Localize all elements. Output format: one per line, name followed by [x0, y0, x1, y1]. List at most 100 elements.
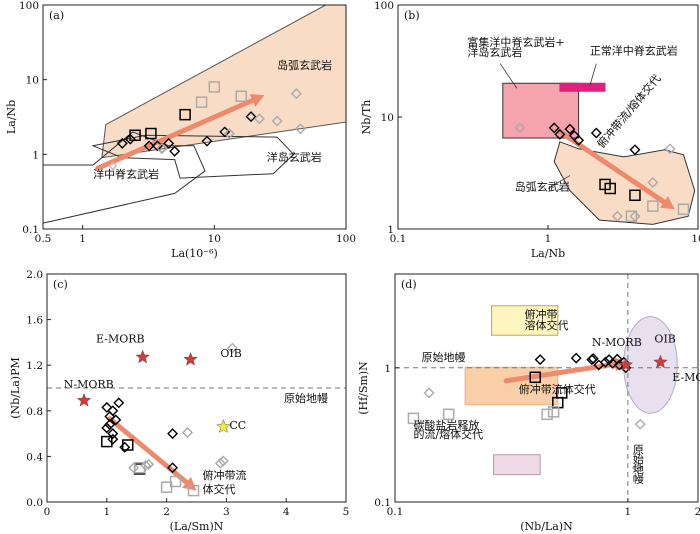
point-d-1-2 [556, 387, 568, 399]
annotation-b-1: 洋岛玄武岩 [467, 45, 522, 59]
y-tick-label-a-0: 0.1 [22, 224, 39, 236]
leader-line-b-1 [589, 63, 597, 86]
trend-arrow-c-0 [107, 416, 189, 485]
x-tick-label-a-0: 0.5 [35, 233, 52, 245]
point-d-3-2 [541, 408, 553, 421]
x-tick-label-d-2: 2 [695, 506, 700, 518]
annotation-c-5: 体交代 [202, 482, 235, 496]
annotation-b-2: 正常洋中脊玄武岩 [590, 44, 678, 58]
point-c-0-7 [107, 428, 119, 440]
annotation-b-3: 岛弧玄武岩 [515, 180, 570, 194]
annotation-d-9: 原 [633, 443, 644, 456]
annotation-d-6: 俯冲带流体交代 [519, 382, 596, 396]
x-tick-label-c-5: 5 [343, 506, 350, 518]
point-c-2-3 [182, 426, 194, 438]
x-tick-label-c-3: 3 [223, 506, 230, 518]
y-axis-label-c: (Nb/La)PM [9, 357, 22, 418]
star-cc [216, 419, 231, 433]
point-d-2-0 [423, 387, 435, 399]
y-tick-label-c-5: 2.0 [26, 269, 43, 281]
point-a-2-0 [195, 96, 208, 108]
y-tick-label-c-1: 0.4 [26, 451, 43, 463]
point-b-2-4 [664, 143, 676, 155]
x-axis-label-b: La/Nb [531, 247, 565, 260]
point-c-2-2 [217, 455, 229, 467]
x-tick-label-d-0: 0.1 [387, 506, 404, 518]
x-tick-label-a-2: 10 [208, 233, 221, 245]
annotation-d-0: 俯冲带 [525, 307, 558, 321]
point-a-1-7 [201, 135, 213, 147]
x-tick-label-c-4: 4 [283, 506, 290, 518]
point-b-3-1 [647, 200, 659, 212]
point-d-3-0 [407, 412, 420, 425]
annotation-d-11: 地 [633, 463, 644, 476]
point-c-2-4 [140, 460, 152, 472]
x-tick-label-d-1: 1 [625, 506, 632, 518]
x-axis-label-a: La(10⁻⁶) [171, 247, 218, 260]
trend-arrowhead-c-0 [182, 476, 197, 491]
annotation-b-0: 富集洋中脊玄武岩+ [467, 35, 564, 49]
point-a-1-2 [143, 140, 155, 152]
point-c-0-0 [101, 401, 113, 413]
y-tick-label-c-0: 0.0 [26, 497, 43, 509]
point-a-1-9 [245, 111, 257, 123]
point-c-0-11 [167, 462, 179, 474]
y-tick-label-c-3: 1.2 [26, 360, 43, 372]
annotation-d-2: N-MORB [592, 336, 642, 349]
point-c-2-1 [214, 457, 226, 469]
panel-label-c: (c) [53, 278, 68, 291]
x-tick-label-b-0: 0.1 [390, 233, 407, 245]
point-b-0-5 [590, 127, 602, 139]
point-a-3-3 [290, 88, 302, 100]
y-tick-label-d-1: 1 [384, 363, 391, 375]
x-tick-label-b-2: 10 [691, 233, 700, 245]
point-c-0-5 [110, 414, 122, 426]
point-a-0-1 [145, 127, 157, 140]
field-d-3 [623, 316, 678, 414]
annotation-a-0: 岛弧玄武岩 [277, 58, 332, 72]
point-a-4-0 [108, 161, 118, 171]
point-c-3-1 [169, 475, 182, 488]
field-d-2 [493, 454, 541, 476]
point-a-1-6 [169, 145, 181, 157]
reference-label-c-0: 原始地幔 [284, 391, 328, 405]
point-c-0-2 [113, 397, 125, 409]
y-tick-label-c-2: 0.8 [26, 406, 43, 418]
point-b-0-6 [629, 144, 641, 156]
star-e-morb [135, 349, 150, 364]
point-c-0-9 [107, 433, 119, 445]
field-b-2 [559, 82, 606, 92]
annotation-d-8: 的流/熔体交代 [413, 427, 483, 441]
point-d-3-3 [547, 406, 560, 418]
y-tick-label-a-2: 10 [26, 75, 39, 87]
x-tick-label-c-1: 1 [103, 506, 110, 518]
annotation-d-12: 幔 [633, 472, 644, 485]
y-tick-label-b-0: 1 [387, 224, 394, 236]
chart-panel-b: 0.1110110100La/NbNb/Th(b)富集洋中脊玄武岩+洋岛玄武岩正… [360, 0, 700, 260]
point-a-3-1 [253, 113, 265, 125]
y-tick-label-a-3: 100 [19, 0, 39, 12]
y-axis-label-b: Nb/Th [360, 100, 373, 135]
field-a-2 [42, 131, 206, 224]
x-axis-label-c: (La/Sm)N [170, 520, 224, 533]
annotation-c-0: E-MORB [96, 332, 145, 345]
annotation-a-1: 洋岛玄武岩 [267, 150, 322, 164]
point-b-2-1 [611, 210, 623, 222]
annotation-d-5: 原始地幔 [422, 350, 466, 364]
point-d-1-0 [529, 371, 541, 384]
leader-line-b-0 [499, 63, 518, 89]
trend-arrowhead-b-0 [660, 196, 675, 210]
x-axis-label-d: (Nb/La)N [520, 520, 573, 533]
panel-label-b: (b) [404, 9, 420, 22]
plot-frame-c [46, 273, 347, 503]
point-a-1-0 [116, 137, 128, 149]
annotation-c-3: CC [229, 419, 246, 432]
point-b-3-0 [625, 210, 638, 222]
point-b-2-0 [514, 122, 526, 134]
y-tick-label-b-1: 10 [381, 112, 394, 124]
point-a-1-1 [124, 133, 136, 145]
point-b-3-2 [677, 203, 690, 216]
